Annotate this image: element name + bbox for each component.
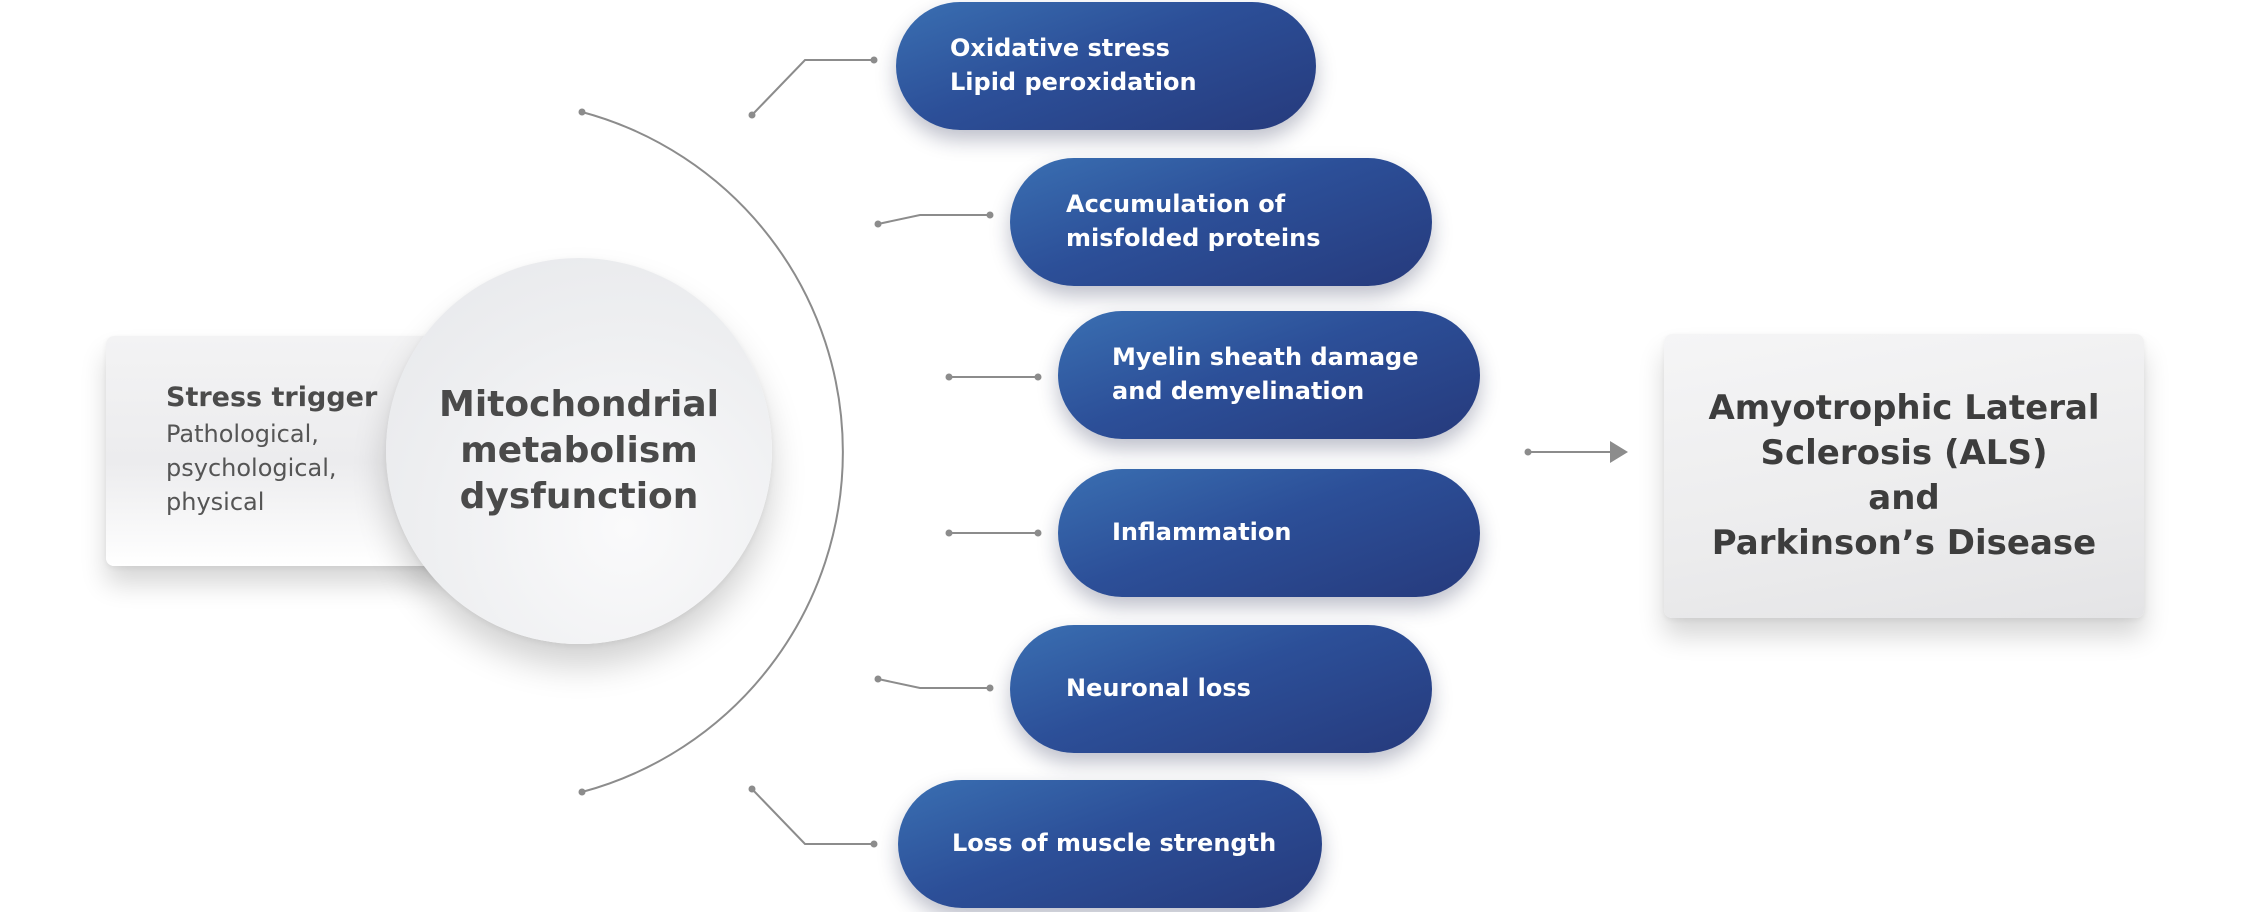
effect-line: Neuronal loss <box>1066 674 1251 703</box>
effect-pill-inflammation: Inflammation <box>1058 469 1480 597</box>
effect-line: Oxidative stress <box>950 34 1170 63</box>
outcome-line: Amyotrophic Lateral <box>1708 388 2100 429</box>
effect-line: Inflammation <box>1112 518 1292 547</box>
core-title-line: dysfunction <box>459 475 699 517</box>
effect-pill-text: Inflammation <box>1112 516 1291 550</box>
effect-line: and demyelination <box>1112 377 1365 405</box>
effect-line: misfolded proteins <box>1066 224 1321 252</box>
disease-outcome-card: Amyotrophic Lateral Sclerosis (ALS) and … <box>1664 334 2144 618</box>
effect-pill-muscle-strength: Loss of muscle strength <box>898 780 1322 908</box>
effect-line: Accumulation of <box>1066 190 1286 219</box>
outcome-line: Parkinson’s Disease <box>1711 522 2097 563</box>
effect-pill-oxidative-stress: Oxidative stress Lipid peroxidation <box>896 2 1316 130</box>
effect-connector-5 <box>874 675 994 692</box>
effect-connector-1 <box>748 56 878 119</box>
effect-connector-4 <box>945 529 1042 537</box>
arc-end-dot <box>578 108 586 116</box>
mitochondrial-dysfunction-circle: Mitochondrial metabolism dysfunction <box>386 258 772 644</box>
effect-connector-3 <box>945 373 1042 381</box>
stress-trigger-line: physical <box>166 488 265 517</box>
effect-pill-neuronal-loss: Neuronal loss <box>1010 625 1432 753</box>
stress-trigger-description: Pathological, psychological, physical <box>166 417 446 519</box>
effect-line: Lipid peroxidation <box>950 68 1197 96</box>
core-title-line: metabolism <box>460 430 698 472</box>
effect-pill-text: Neuronal loss <box>1066 672 1251 706</box>
effect-connector-6 <box>748 785 878 848</box>
effect-connector-2 <box>874 211 994 228</box>
effect-line: Myelin sheath damage <box>1112 343 1419 372</box>
outcome-line: and <box>1868 478 1940 518</box>
effect-pill-text: Accumulation of misfolded proteins <box>1066 188 1321 255</box>
effect-pill-text: Loss of muscle strength <box>952 827 1276 861</box>
effect-pill-misfolded-proteins: Accumulation of misfolded proteins <box>1010 158 1432 286</box>
stress-trigger-line: psychological, <box>166 454 337 483</box>
mitochondrial-dysfunction-title: Mitochondrial metabolism dysfunction <box>439 382 719 519</box>
core-title-line: Mitochondrial <box>439 384 719 426</box>
stress-trigger-title: Stress trigger <box>166 382 378 413</box>
effect-pill-text: Oxidative stress Lipid peroxidation <box>950 32 1197 99</box>
arc-end-dot <box>578 788 586 796</box>
outcome-line: Sclerosis (ALS) <box>1760 433 2048 474</box>
disease-outcome-title: Amyotrophic Lateral Sclerosis (ALS) and … <box>1708 386 2099 566</box>
result-arrow <box>1524 441 1628 463</box>
stress-trigger-line: Pathological, <box>166 420 319 449</box>
effect-pill-text: Myelin sheath damage and demyelination <box>1112 341 1419 408</box>
effect-line: Loss of muscle strength <box>952 829 1277 858</box>
effect-pill-myelin-damage: Myelin sheath damage and demyelination <box>1058 311 1480 439</box>
